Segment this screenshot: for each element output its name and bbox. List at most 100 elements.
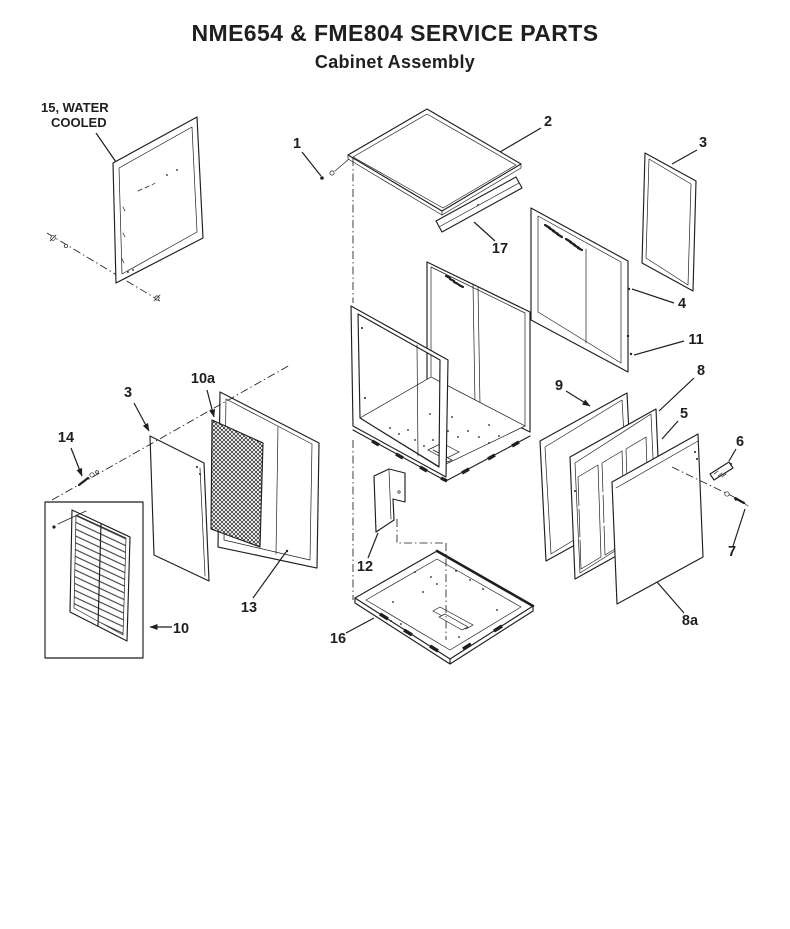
callout-9: 9 bbox=[555, 378, 563, 394]
explode-axis-right bbox=[671, 466, 735, 498]
washer-icon bbox=[63, 243, 69, 249]
washer-icon bbox=[329, 170, 335, 176]
panel-inner-border bbox=[118, 126, 198, 275]
panel-edge-thickness bbox=[347, 154, 522, 216]
panel-edge-hem bbox=[199, 467, 206, 577]
base-hole-marks bbox=[390, 570, 498, 638]
callout-3-top-right: 3 bbox=[699, 135, 707, 151]
callout-17: 17 bbox=[492, 241, 508, 257]
washer-icon bbox=[724, 491, 730, 497]
callout-7: 7 bbox=[728, 544, 736, 560]
part-17-trim-strip bbox=[435, 176, 523, 233]
callout-1: 1 bbox=[293, 136, 301, 152]
explode-axis-left bbox=[51, 364, 291, 501]
callout-13: 13 bbox=[241, 600, 257, 616]
part-4-rear-frame-panel bbox=[530, 207, 633, 373]
panel-inner-border bbox=[645, 158, 692, 286]
base-rear-edge bbox=[435, 549, 535, 608]
callout-11: 11 bbox=[688, 332, 703, 348]
callout-16: 16 bbox=[330, 631, 346, 647]
bracket-hole bbox=[397, 490, 401, 494]
screw-icon bbox=[52, 525, 56, 529]
louver-slots bbox=[543, 223, 584, 252]
callout-10: 10 bbox=[173, 621, 189, 637]
clip-outline bbox=[709, 461, 734, 481]
base-clips bbox=[371, 439, 520, 483]
interior-corner-edge bbox=[416, 344, 419, 457]
rivet-marks bbox=[121, 182, 156, 264]
back-panel-slots bbox=[444, 274, 465, 289]
callout-4: 4 bbox=[678, 296, 686, 312]
leader-1 bbox=[301, 151, 322, 177]
callout-8: 8 bbox=[697, 363, 705, 379]
callout-15-water-cooled: 15, WATER bbox=[41, 100, 109, 115]
panel-inner-border bbox=[352, 113, 517, 209]
leader-16 bbox=[345, 617, 375, 634]
inset-border bbox=[44, 501, 144, 659]
part-1-screw bbox=[320, 158, 350, 180]
bracket-fold-line bbox=[388, 469, 392, 520]
leader-3-top-right bbox=[671, 149, 698, 165]
part-6-clip-bracket bbox=[709, 461, 734, 481]
leader-8a bbox=[656, 581, 685, 614]
panel-outline bbox=[112, 116, 204, 284]
rivet-dot bbox=[132, 269, 134, 271]
part-3-right-panel bbox=[641, 152, 697, 292]
leader-15-water-cooled bbox=[95, 132, 117, 163]
screw-icon bbox=[320, 176, 324, 180]
leader-8 bbox=[658, 377, 695, 412]
detail-inset-box bbox=[44, 501, 144, 659]
panel-outline bbox=[530, 207, 629, 373]
back-panel-divider bbox=[472, 283, 481, 406]
callout-14: 14 bbox=[58, 430, 74, 446]
leader-2 bbox=[499, 127, 542, 153]
rivet-dot bbox=[176, 169, 178, 171]
leader-4 bbox=[631, 288, 675, 304]
leader-7 bbox=[732, 508, 746, 547]
part-16-base-panel bbox=[354, 549, 535, 665]
part-12-bracket bbox=[373, 468, 406, 533]
callout-8a: 8a bbox=[682, 613, 699, 629]
front-frame bbox=[350, 305, 449, 478]
strip-inner-line bbox=[438, 182, 520, 228]
part-10-louvered-grille bbox=[52, 509, 131, 642]
callout-5: 5 bbox=[680, 406, 688, 422]
leader-9 bbox=[565, 390, 591, 407]
explode-axis-base bbox=[396, 519, 447, 640]
panel-outline bbox=[611, 433, 704, 605]
leader-6 bbox=[728, 448, 737, 462]
grille-center-divider bbox=[97, 523, 102, 627]
panel-inner-opening bbox=[537, 215, 622, 364]
mesh-fill bbox=[211, 420, 263, 547]
callout-3-left: 3 bbox=[124, 385, 132, 401]
panel-opening-edge bbox=[275, 426, 279, 555]
part-7-screw bbox=[724, 491, 749, 507]
callout-2: 2 bbox=[544, 114, 552, 130]
leader-10a bbox=[206, 389, 216, 418]
leader-13 bbox=[252, 551, 287, 599]
leader-17 bbox=[473, 221, 496, 242]
base-clips bbox=[379, 612, 503, 653]
callout-15-water-cooled-line2: COOLED bbox=[51, 115, 107, 130]
page-title: NME654 & FME804 SERVICE PARTS bbox=[192, 20, 599, 46]
cabinet-frame bbox=[350, 261, 531, 496]
base-outline bbox=[354, 550, 534, 660]
panel-outline bbox=[149, 435, 210, 582]
base-center-cutout-inner bbox=[438, 613, 469, 631]
callout-10a: 10a bbox=[191, 371, 216, 387]
page-subtitle: Cabinet Assembly bbox=[315, 52, 475, 72]
part-8a-side-panel bbox=[611, 433, 704, 605]
panel-outline bbox=[641, 152, 697, 292]
callout-6: 6 bbox=[736, 434, 744, 450]
leader-12 bbox=[367, 532, 379, 559]
part-2-top-panel bbox=[347, 108, 522, 216]
rivet-dot bbox=[127, 271, 129, 273]
leader-3-left bbox=[133, 402, 150, 432]
rivet-dot bbox=[166, 174, 168, 176]
leader-5 bbox=[661, 420, 679, 440]
part-15-water-cooled-panel bbox=[46, 116, 204, 302]
panel-edge-hem bbox=[615, 440, 699, 489]
part-10a-filter-mesh bbox=[210, 419, 264, 548]
